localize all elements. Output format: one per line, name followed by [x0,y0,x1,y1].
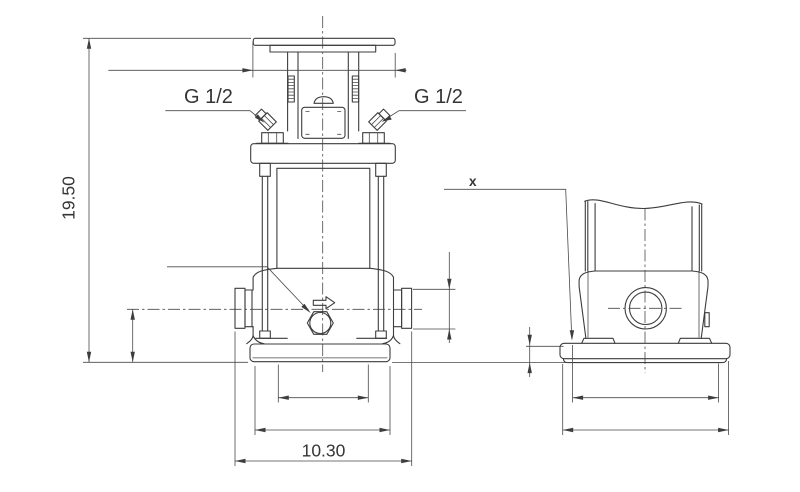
front-view [127,16,422,372]
top-plate-inner [269,44,377,53]
side-column [584,200,703,338]
base-width-dimension [254,366,391,435]
chamber-sleeve [276,167,371,269]
thread-label-left: G 1/2 [184,86,233,108]
break-line [584,199,703,210]
thread-callout-right: G 1/2 [381,86,466,122]
pump-head-flange [250,143,396,164]
base-bolt-span-dimension [277,364,369,403]
top-width-dimension [108,41,407,78]
staybolt-nut-left [256,132,289,144]
thread-callout-left: G 1/2 [165,86,265,123]
side-view [559,199,731,373]
gauge-fitting-left [254,108,277,131]
shaft-seal-dome [313,96,334,104]
port-flange-right [392,287,413,329]
flow-direction-arrow-icon [312,296,336,310]
dimensions: 19.50 10. [59,37,729,466]
side-base-width-dimension [562,361,729,435]
port-flange-left [234,287,254,329]
overall-height-dimension: 19.50 [59,37,251,363]
base-front [249,337,391,363]
port-height-dimension [130,309,135,363]
drain-plug-leader [167,266,311,313]
detail-x-label: x [469,174,477,189]
thread-label-right: G 1/2 [414,86,463,108]
top-plate [252,37,396,46]
detail-x-leader: x [444,174,575,341]
side-bolt-span-dimension [572,345,719,403]
side-port [608,287,683,330]
flange-height-dimension [412,252,456,343]
side-nameplate-tab [704,312,710,328]
side-body [578,270,713,344]
base-height-dimension [392,327,572,377]
overall-height-dimension-text: 19.50 [59,176,79,220]
staybolt-nut-right [358,132,391,144]
pump-body [246,267,401,345]
base-side [559,342,731,364]
port-to-port-dimension-text: 10.30 [302,441,346,461]
drain-plug [306,311,334,335]
coupling-box [301,106,346,139]
coupling-guard-left [287,51,299,140]
tie-rod-left [259,162,271,339]
coupling-guard-right [347,51,360,140]
port-to-port-dimension: 10.30 [234,331,413,466]
tie-rod-right [375,162,387,339]
